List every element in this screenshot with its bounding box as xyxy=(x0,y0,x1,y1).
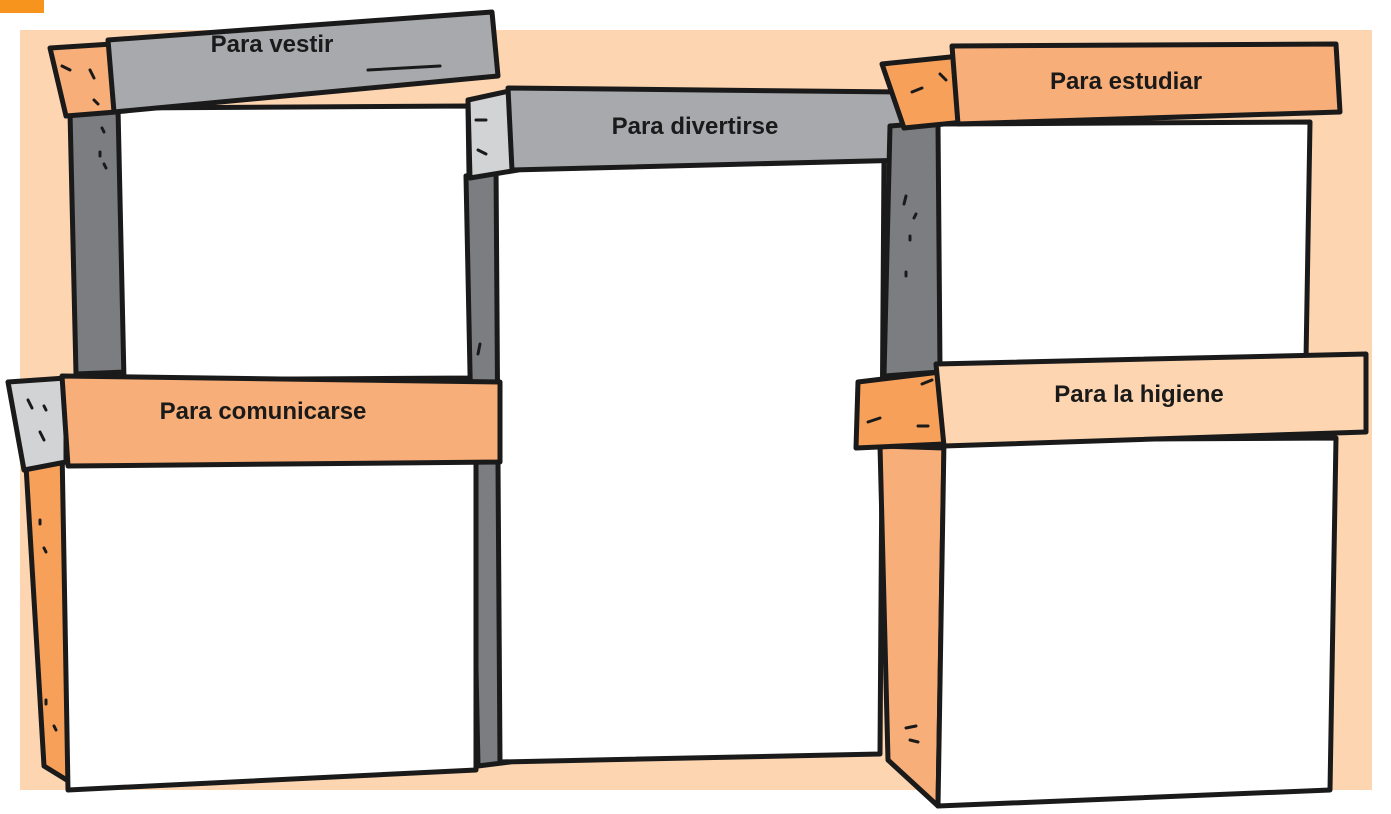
box-para-vestir xyxy=(47,9,501,383)
box-side-estudiar xyxy=(881,119,943,379)
box-side-higiene xyxy=(877,443,947,809)
box-face-higiene xyxy=(935,435,1339,809)
box-para-comunicarse xyxy=(5,373,503,793)
box-face-estudiar xyxy=(935,119,1313,371)
lid-end-comunicarse xyxy=(5,375,69,473)
box-para-higiene xyxy=(853,351,1369,809)
lid-scribble-vestir xyxy=(366,64,442,72)
label-para-comunicarse: Para comunicarse xyxy=(160,398,367,425)
box-para-estudiar xyxy=(879,41,1343,379)
lid-front-vestir xyxy=(105,9,501,115)
lid-front-comunicarse xyxy=(59,373,503,469)
lid-front-higiene xyxy=(933,351,1369,449)
corner-accent-tab xyxy=(0,0,44,13)
box-face-vestir xyxy=(115,103,475,383)
box-face-divertirse xyxy=(493,157,887,765)
lid-front-estudiar xyxy=(949,41,1343,127)
box-face-comunicarse xyxy=(59,445,479,793)
lid-end-higiene xyxy=(853,369,947,451)
label-para-divertirse: Para divertirse xyxy=(612,113,779,140)
box-para-divertirse xyxy=(463,85,911,769)
label-para-vestir: Para vestir xyxy=(211,31,334,58)
label-para-la-higiene: Para la higiene xyxy=(1054,381,1223,408)
sketch-marks xyxy=(26,64,948,744)
label-para-estudiar: Para estudiar xyxy=(1050,68,1202,95)
